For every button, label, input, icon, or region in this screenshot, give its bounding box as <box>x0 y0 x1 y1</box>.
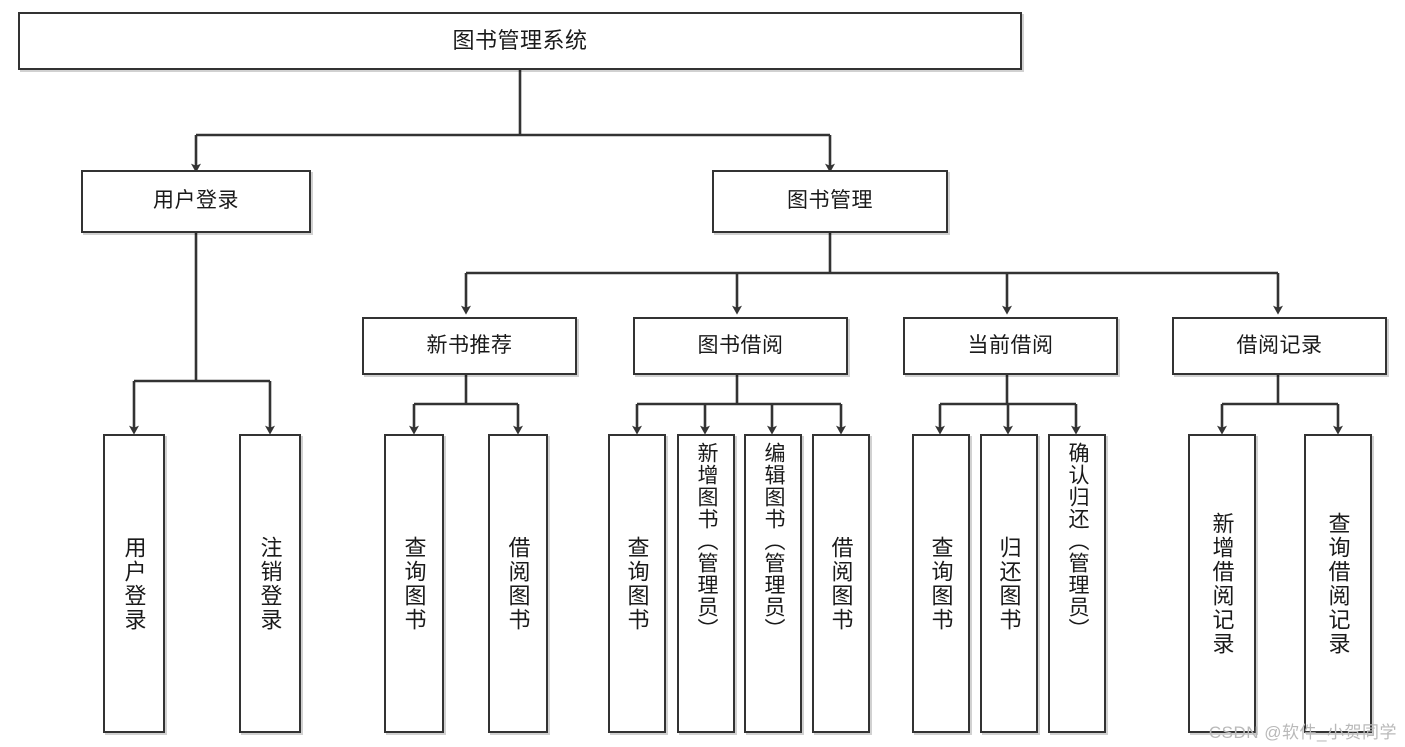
node-label: 查询图书 <box>401 535 427 632</box>
leaf-user-login[interactable]: 用户登录 <box>103 434 165 733</box>
node-label: 图书借阅 <box>697 333 784 357</box>
leaf-logout-login[interactable]: 注销登录 <box>239 434 301 733</box>
node-label: 借阅记录 <box>1236 333 1323 357</box>
node-label: 用户登录 <box>153 189 239 213</box>
node-root-book-management-system[interactable]: 图书管理系统 <box>18 12 1022 70</box>
node-label: 注销登录 <box>257 535 283 632</box>
csdn-watermark: CSDN @软件_小贺同学 <box>1208 723 1397 742</box>
node-label: 归还图书 <box>996 535 1022 632</box>
node-label: 查询图书 <box>928 535 954 632</box>
node-label: 新增图书（管理员） <box>695 442 719 640</box>
node-book-borrow[interactable]: 图书借阅 <box>633 317 848 375</box>
leaf-confirm-return-admin[interactable]: 确认归还（管理员） <box>1048 434 1106 733</box>
node-label: 图书管理系统 <box>452 28 588 54</box>
node-user-login[interactable]: 用户登录 <box>81 170 311 233</box>
leaf-add-book-admin[interactable]: 新增图书（管理员） <box>677 434 735 733</box>
node-label: 借阅图书 <box>505 535 531 632</box>
node-label: 当前借阅 <box>967 333 1054 357</box>
node-current-borrow[interactable]: 当前借阅 <box>903 317 1118 375</box>
leaf-borrow-book-recommend[interactable]: 借阅图书 <box>488 434 548 733</box>
node-new-book-recommend[interactable]: 新书推荐 <box>362 317 577 375</box>
leaf-query-book-borrow[interactable]: 查询图书 <box>608 434 666 733</box>
node-label: 查询图书 <box>624 535 650 632</box>
node-label: 编辑图书（管理员） <box>762 442 786 640</box>
node-label: 用户登录 <box>121 535 147 632</box>
leaf-query-book-current[interactable]: 查询图书 <box>912 434 970 733</box>
leaf-return-book[interactable]: 归还图书 <box>980 434 1038 733</box>
node-label: 确认归还（管理员） <box>1066 442 1090 640</box>
leaf-borrow-book-borrow[interactable]: 借阅图书 <box>812 434 870 733</box>
leaf-query-book-recommend[interactable]: 查询图书 <box>384 434 444 733</box>
node-label: 查询借阅记录 <box>1325 511 1351 656</box>
node-borrow-record[interactable]: 借阅记录 <box>1172 317 1387 375</box>
leaf-query-borrow-record[interactable]: 查询借阅记录 <box>1304 434 1372 733</box>
node-label: 新增借阅记录 <box>1209 511 1235 656</box>
leaf-add-borrow-record[interactable]: 新增借阅记录 <box>1188 434 1256 733</box>
node-label: 借阅图书 <box>828 535 854 632</box>
node-book-management[interactable]: 图书管理 <box>712 170 948 233</box>
node-label: 新书推荐 <box>426 333 513 357</box>
leaf-edit-book-admin[interactable]: 编辑图书（管理员） <box>744 434 802 733</box>
node-label: 图书管理 <box>787 189 873 213</box>
